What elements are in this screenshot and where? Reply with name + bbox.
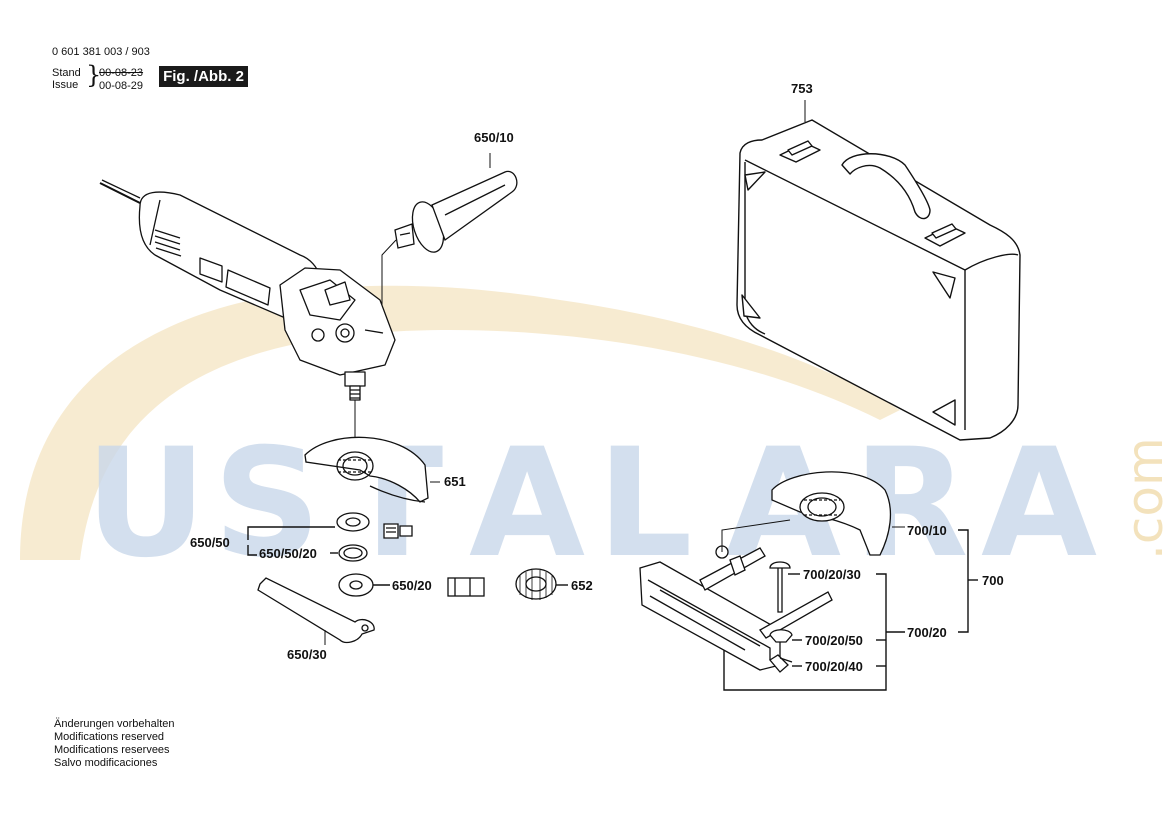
part-753: 753: [791, 81, 813, 96]
part-700: 700: [982, 573, 1004, 588]
part-700-20: 700/20: [907, 625, 947, 640]
part-650-20: 650/20: [392, 578, 432, 593]
part-650-50-20: 650/50/20: [259, 546, 317, 561]
part-652: 652: [571, 578, 593, 593]
figure-label: Fig. /Abb. 2: [159, 66, 248, 87]
footer-line-en: Modifications reserved: [54, 731, 165, 743]
part-650-50: 650/50: [190, 535, 230, 550]
part-651: 651: [444, 474, 466, 489]
document-number: 0 601 381 003 / 903: [52, 46, 150, 58]
part-700-20-50: 700/20/50: [805, 633, 863, 648]
watermark-suffix: .com: [1116, 437, 1169, 560]
issue-date: 00-08-29: [99, 80, 144, 92]
leader-lines-right: [723, 529, 978, 691]
watermark-swoosh: [20, 285, 900, 560]
flange-drawing: [336, 512, 557, 600]
part-650-30: 650/30: [287, 647, 327, 662]
watermark-letter: L: [597, 417, 693, 591]
part-650-10: 650/10: [474, 130, 514, 145]
issue-label: Issue: [52, 79, 79, 91]
watermark-letter: A: [981, 417, 1097, 591]
watermark-letter: S: [213, 417, 321, 591]
angle-grinder-drawing: [99, 179, 397, 455]
stand-label: Stand: [52, 67, 81, 79]
part-700-20-40: 700/20/40: [805, 659, 863, 674]
brace-glyph: }: [86, 61, 102, 89]
leader-lines-left: [247, 526, 568, 586]
cutting-guide-drawing: [639, 471, 905, 673]
side-handle-drawing: [394, 153, 518, 253]
watermark-letter: A: [469, 417, 585, 591]
spanner-drawing: [257, 577, 375, 645]
stand-date: 00-08-23: [99, 67, 144, 79]
guard-drawing: [304, 436, 440, 503]
watermark-letter: U: [85, 417, 207, 591]
watermark-letters: USTALARA.com: [85, 417, 1169, 591]
part-700-10: 700/10: [907, 523, 947, 538]
footer-line-fr: Modifications reservees: [54, 744, 170, 756]
footer-line-es: Salvo modificaciones: [54, 757, 158, 769]
part-700-20-30: 700/20/30: [803, 567, 861, 582]
carrying-case-drawing: [736, 100, 1021, 441]
footer-line-de: Änderungen vorbehalten: [54, 718, 175, 730]
